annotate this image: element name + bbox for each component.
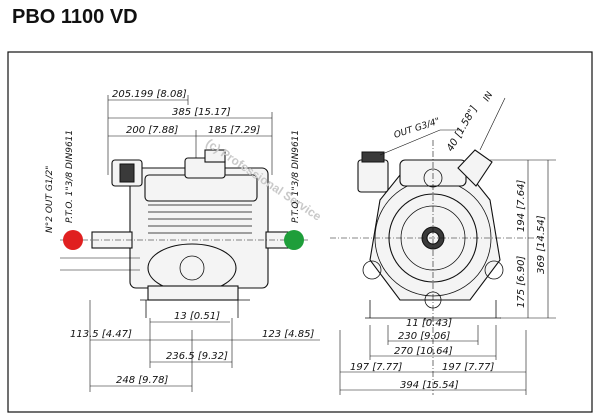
side-view	[60, 95, 320, 392]
dim-113: 113.5 [4.47]	[70, 329, 132, 340]
dim-385: 385 [15.17]	[172, 107, 231, 118]
dim-270: 270 [10.64]	[394, 346, 453, 357]
label-in: IN	[482, 90, 495, 103]
label-pto-right: P.T.O. 1"3/8 DIN9611	[291, 130, 301, 223]
red-marker	[63, 230, 83, 250]
dim-185: 185 [7.29]	[208, 125, 260, 136]
green-marker	[284, 230, 304, 250]
dim-236: 236.5 [9.32]	[166, 351, 228, 362]
label-out-right: OUT G3/4"	[393, 117, 441, 141]
dim-123: 123 [4.85]	[262, 329, 314, 340]
label-out-left: N°2 OUT G1/2"	[45, 166, 55, 233]
diagram-title: PBO 1100 VD	[12, 6, 138, 28]
dim-175: 175 [6.90]	[516, 256, 527, 308]
front-view	[330, 97, 556, 395]
dim-205: 205.199 [8.08]	[112, 89, 187, 100]
dim-394: 394 [15.54]	[400, 380, 459, 391]
dim-369: 369 [14.54]	[536, 215, 547, 274]
dim-194: 194 [7.64]	[516, 180, 527, 232]
drawing-frame	[7, 51, 593, 413]
dim-200: 200 [7.88]	[126, 125, 178, 136]
dim-230: 230 [9.06]	[398, 331, 450, 342]
dim-197a: 197 [7.77]	[350, 362, 402, 373]
dim-40: 40 [1.58"]	[445, 104, 480, 153]
label-pto-left: P.T.O. 1"3/8 DIN9611	[65, 130, 75, 223]
dim-248: 248 [9.78]	[116, 375, 168, 386]
dim-13: 13 [0.51]	[174, 311, 220, 322]
dim-11: 11 [0.43]	[406, 318, 452, 329]
dim-197b: 197 [7.77]	[442, 362, 494, 373]
